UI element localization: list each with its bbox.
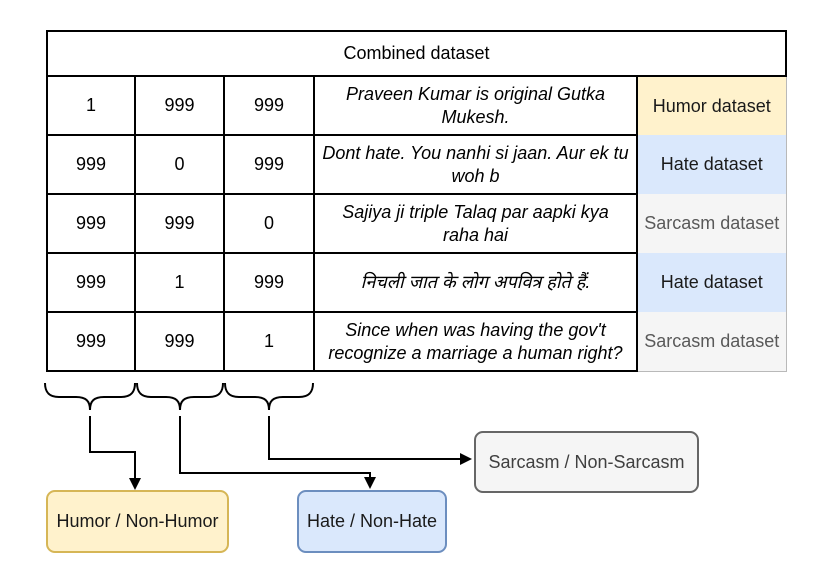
curly-brace-hate-column (136, 382, 224, 411)
cell-humor-flag: 999 (46, 134, 136, 195)
cell-source-dataset: Hate dataset (637, 253, 787, 312)
table-header-row: Combined dataset (45, 30, 788, 77)
humor-output-label: Humor / Non-Humor (56, 511, 219, 531)
table-row: 999 0 999 Dont hate. You nanhi si jaan. … (46, 134, 787, 195)
cell-humor-flag: 1 (46, 75, 136, 136)
sarcasm-output-label: Sarcasm / Non-Sarcasm (488, 451, 685, 472)
hate-output-box: Hate / Non-Hate (297, 490, 447, 553)
table-header-combined-dataset: Combined dataset (45, 30, 788, 77)
cell-sarcasm-flag: 1 (223, 311, 315, 372)
table-row: 999 1 999 निचली जात के लोग अपवित्र होते … (46, 252, 787, 313)
cell-source-dataset: Sarcasm dataset (637, 194, 787, 253)
cell-humor-flag: 999 (46, 193, 136, 254)
cell-source-dataset: Hate dataset (637, 135, 787, 194)
cell-hate-flag: 0 (134, 134, 225, 195)
arrowhead-sarcasm-icon (460, 453, 472, 465)
cell-hate-flag: 1 (134, 252, 225, 313)
cell-source-dataset: Sarcasm dataset (637, 312, 787, 372)
cell-sample-text: Since when was having the gov't recogniz… (313, 311, 638, 372)
table-row: 999 999 0 Sajiya ji triple Talaq par aap… (46, 193, 787, 254)
cell-hate-flag: 999 (134, 75, 225, 136)
curly-brace-humor-column (44, 382, 136, 411)
humor-output-box: Humor / Non-Humor (46, 490, 229, 553)
cell-sarcasm-flag: 999 (223, 252, 315, 313)
connector-to-humor-box (89, 416, 136, 479)
cell-hate-flag: 999 (134, 193, 225, 254)
connector-to-sarcasm-box (268, 416, 461, 460)
table-row: 999 999 1 Since when was having the gov'… (46, 311, 787, 372)
cell-humor-flag: 999 (46, 252, 136, 313)
table-row: 1 999 999 Praveen Kumar is original Gutk… (46, 75, 787, 136)
arrowhead-hate-icon (364, 477, 376, 489)
cell-sample-text: Praveen Kumar is original Gutka Mukesh. (313, 75, 638, 136)
cell-humor-flag: 999 (46, 311, 136, 372)
cell-sample-text: निचली जात के लोग अपवित्र होते हैं. (313, 252, 638, 313)
cell-source-dataset: Humor dataset (637, 76, 787, 135)
arrowhead-humor-icon (129, 478, 141, 490)
cell-sarcasm-flag: 999 (223, 75, 315, 136)
cell-sarcasm-flag: 0 (223, 193, 315, 254)
curly-brace-sarcasm-column (224, 382, 314, 411)
combined-dataset-table: Combined dataset 1 999 999 Praveen Kumar… (45, 30, 788, 372)
cell-sample-text: Sajiya ji triple Talaq par aapki kya rah… (313, 193, 638, 254)
cell-hate-flag: 999 (134, 311, 225, 372)
sarcasm-output-box: Sarcasm / Non-Sarcasm (474, 431, 699, 493)
cell-sample-text: Dont hate. You nanhi si jaan. Aur ek tu … (313, 134, 638, 195)
hate-output-label: Hate / Non-Hate (306, 511, 438, 531)
connector-to-hate-box (179, 416, 371, 478)
cell-sarcasm-flag: 999 (223, 134, 315, 195)
